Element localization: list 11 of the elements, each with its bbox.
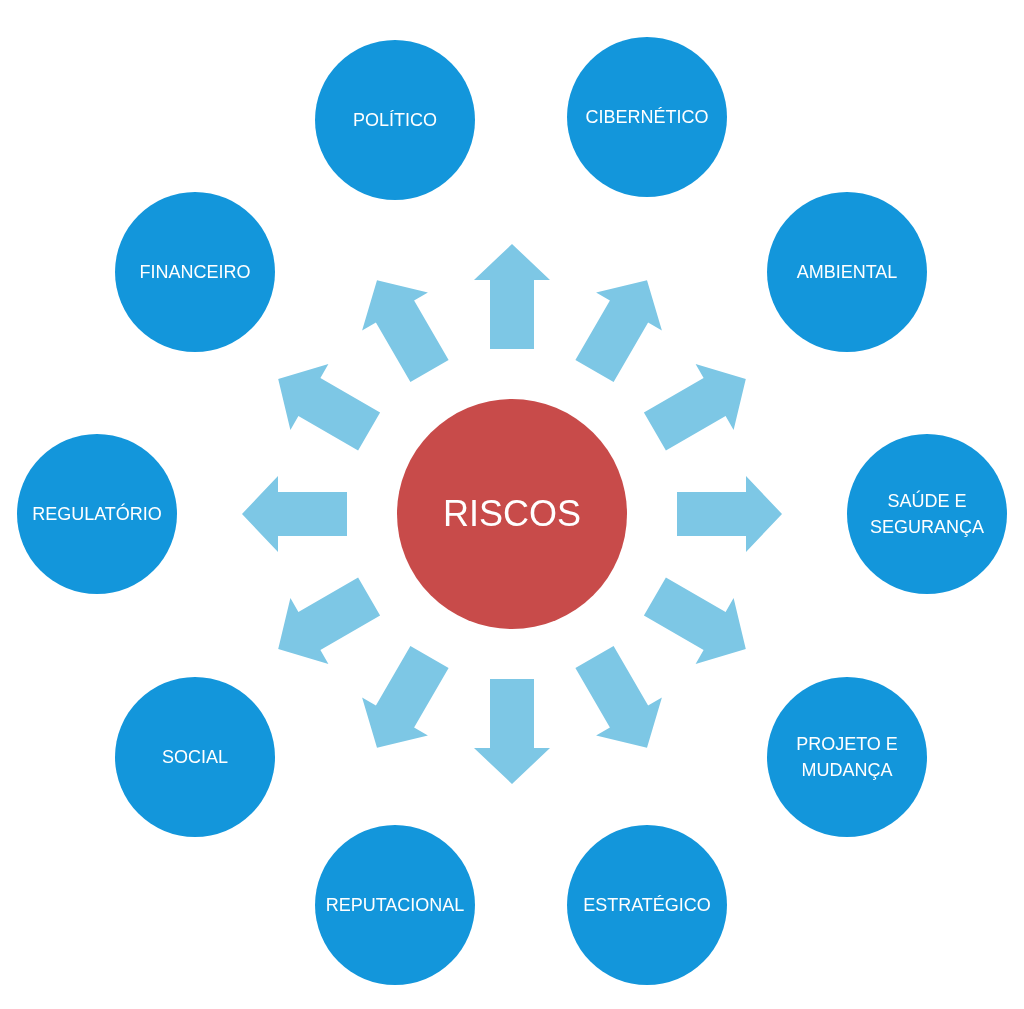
node-label: POLÍTICO <box>353 108 437 132</box>
node-label: AMBIENTAL <box>796 260 898 284</box>
node-label: REPUTACIONAL <box>325 893 465 917</box>
node-label: SAÚDE E SEGURANÇA <box>869 489 985 539</box>
node-label: RISCOS <box>443 491 581 536</box>
node-label: FINANCEIRO <box>139 260 251 284</box>
node-label: ESTRATÉGICO <box>583 893 711 917</box>
node-label: SOCIAL <box>162 745 228 769</box>
node-label: PROJETO E MUDANÇA <box>795 732 899 782</box>
node-label: CIBERNÉTICO <box>585 105 709 129</box>
node-label: REGULATÓRIO <box>32 502 162 526</box>
